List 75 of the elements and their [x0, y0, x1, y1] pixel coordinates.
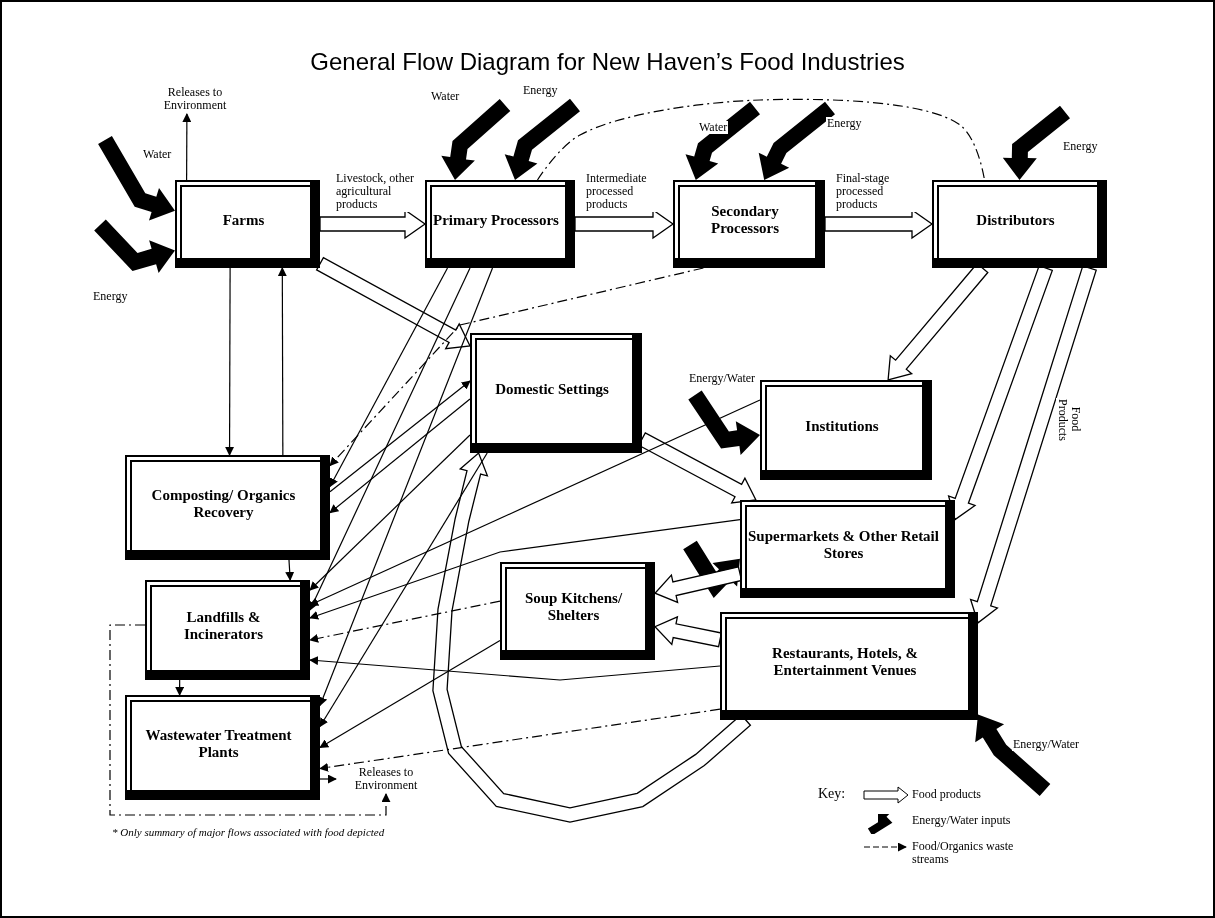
- waste-stream-arrow: [309, 519, 741, 620]
- energy-input-arrow: [688, 390, 760, 455]
- diagram-title: General Flow Diagram for New Haven’s Food Industries: [309, 48, 906, 76]
- waste-stream-arrow: [277, 267, 287, 456]
- box-label: Secondary Processors: [709, 203, 780, 237]
- process-box: [175, 180, 320, 268]
- waste-stream-arrow: [109, 624, 391, 816]
- waste-stream-arrow: [285, 559, 295, 581]
- box-label: Primary Processors: [433, 211, 559, 229]
- waste-stream-arrow: [175, 679, 185, 696]
- waste-stream-arrow: [319, 452, 488, 728]
- legend-label: Food products: [912, 788, 982, 802]
- waste-stream-arrow: [329, 267, 449, 488]
- edge-label: Water: [698, 121, 729, 135]
- waste-stream-arrow: [329, 398, 471, 514]
- energy-input-arrow: [975, 714, 1051, 796]
- box-label: Restaurants, Hotels, & Entertainment Venues: [771, 645, 919, 679]
- process-box: [740, 500, 955, 598]
- food-flow-arrow: [653, 566, 743, 604]
- box-label: Supermarkets & Other Retail Stores: [748, 528, 939, 562]
- edge-label: Energy: [826, 117, 863, 131]
- waste-stream-arrow: [309, 399, 761, 606]
- energy-input-arrow: [1002, 105, 1070, 180]
- footnote: * Only summary of major flows associated with food depicted: [112, 826, 385, 839]
- releases-text: Releases to Environment: [162, 85, 228, 113]
- process-box: [125, 455, 330, 560]
- box-label: Domestic Settings: [495, 380, 609, 398]
- food-flow-arrow: [653, 615, 723, 648]
- box-label: Landfills & Incinerators: [182, 609, 265, 643]
- waste-stream-arrow: [225, 267, 235, 456]
- edge-label: Energy: [522, 84, 559, 98]
- process-box: [673, 180, 825, 268]
- energy-input-arrow: [441, 99, 511, 180]
- legend-label: Energy/Water inputs: [912, 814, 1012, 828]
- box-label: Distributors: [976, 211, 1055, 229]
- edge-label: Energy/Water: [1012, 738, 1081, 752]
- waste-stream-arrow: [329, 267, 704, 467]
- edge-label: Food Products: [1055, 398, 1082, 440]
- waste-stream-arrow: [319, 639, 501, 749]
- edge-label: Energy: [1062, 140, 1099, 154]
- waste-stream-arrow: [318, 267, 494, 707]
- releases-text: Releases to Environment: [353, 765, 419, 793]
- food-flow-arrow: [315, 256, 471, 350]
- waste-stream-arrow: [319, 774, 337, 784]
- box-label: Institutions: [805, 417, 879, 435]
- food-flow-arrow: [432, 451, 752, 823]
- energy-input-arrow: [685, 101, 760, 180]
- waste-stream-arrow: [182, 113, 192, 181]
- box-label: Soup Kitchens/ Shelters: [523, 590, 624, 624]
- process-box: [425, 180, 575, 268]
- waste-stream-arrow: [309, 434, 471, 591]
- waste-stream-arrow: [309, 600, 501, 643]
- edge-label: Energy: [92, 290, 129, 304]
- waste-stream-arrow: [309, 267, 471, 611]
- process-box: [125, 695, 320, 800]
- process-box: [760, 380, 932, 480]
- waste-stream-arrow: [319, 708, 721, 772]
- energy-input-arrow: [98, 136, 175, 221]
- legend-title: Key:: [818, 786, 846, 802]
- process-box: [932, 180, 1107, 268]
- food-flow-arrow: [969, 265, 1097, 624]
- box-label: Composting/ Organics Recovery: [150, 486, 297, 521]
- process-box: [145, 580, 310, 680]
- box-label: Farms: [222, 211, 265, 229]
- legend-label: Food/Organics waste streams: [912, 840, 1015, 867]
- waste-stream-arrow: [309, 656, 721, 681]
- edge-label: Energy/Water: [688, 372, 757, 386]
- energy-input-arrow: [94, 219, 175, 273]
- energy-input-arrow: [758, 101, 835, 180]
- box-label: Wastewater Treatment Plants: [144, 726, 293, 761]
- process-box: [470, 333, 642, 453]
- process-box: [720, 612, 978, 720]
- energy-input-arrow: [504, 98, 580, 180]
- process-box: [500, 562, 655, 660]
- waste-stream-arrow: [329, 380, 471, 493]
